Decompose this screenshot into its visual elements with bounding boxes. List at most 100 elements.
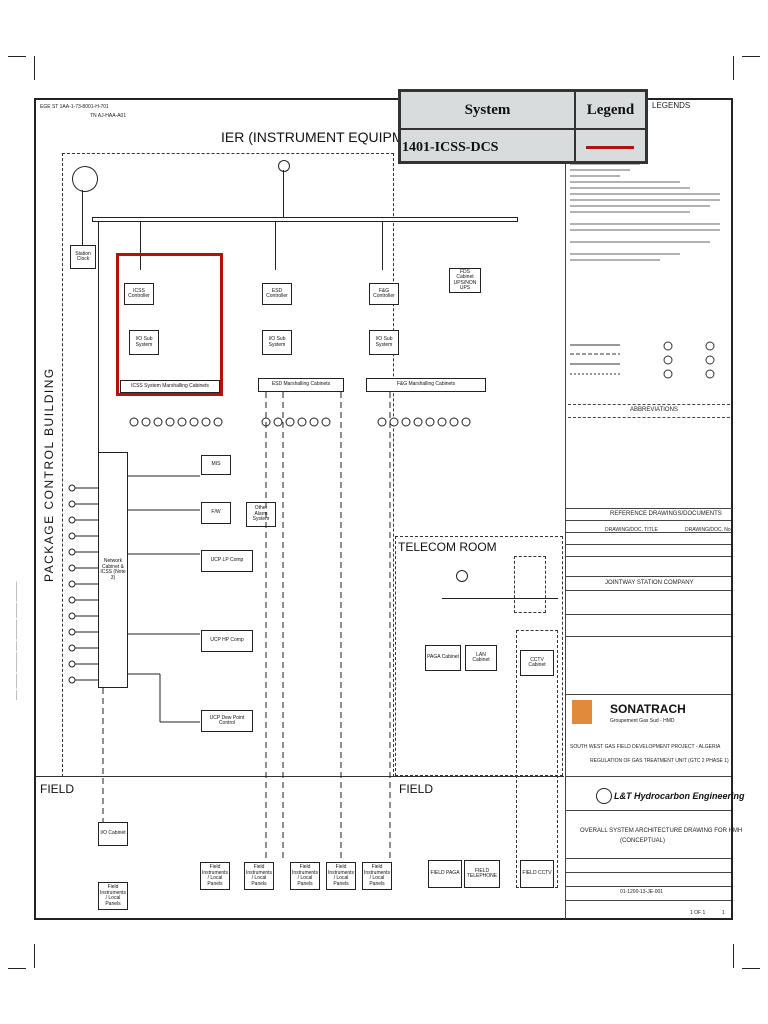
fg-controller: F&G Controller	[369, 283, 399, 305]
bus-drop	[98, 222, 99, 452]
field-instruments-1: Field Instruments / Local Panels	[98, 882, 128, 910]
crop-mark	[733, 944, 734, 968]
tb-row	[565, 694, 731, 737]
alarm-system-box: Other Alarm System	[246, 502, 276, 527]
field-instruments-5: Field Instruments / Local Panels	[326, 862, 356, 890]
tb-row	[565, 544, 731, 557]
field-instruments-3: Field Instruments / Local Panels	[244, 862, 274, 890]
crop-mark	[733, 56, 734, 80]
telecom-bus	[442, 598, 558, 599]
tb-row	[565, 576, 731, 591]
symbol-key	[570, 341, 715, 379]
tb-row	[565, 614, 731, 637]
icss-io-subsystem: I/O Sub System	[129, 330, 159, 355]
tb-row	[565, 886, 731, 901]
fg-marshalling: F&G Marshalling Cabinets	[366, 378, 486, 392]
side-notes: —— ——— ———— —— ———— ——— ————	[14, 581, 20, 700]
company-name: JOINTWAY STATION COMPANY	[605, 580, 694, 586]
top-junction	[278, 160, 290, 172]
ups-cabinet: FDS Cabinet UPS/NON UPS	[449, 268, 481, 293]
left-instrument-ticks	[68, 484, 98, 684]
tb-row	[565, 636, 731, 695]
top-left-reference: EGE ST 1AA-1-73-8001-H-701	[40, 104, 109, 110]
reference-title: REFERENCE DRAWINGS/DOCUMENTS	[610, 511, 722, 517]
esd-io-subsystem: I/O Sub System	[262, 330, 292, 355]
field-right-label: FIELD	[399, 782, 434, 796]
drawing-title: OVERALL SYSTEM ARCHITECTURE DRAWING FOR …	[580, 828, 743, 834]
icss-controller: ICSS Controller	[124, 283, 154, 305]
contractor-name: L&T Hydrocarbon Engineering	[614, 791, 745, 801]
esd-marshalling: ESD Marshalling Cabinets	[258, 378, 344, 392]
tb-row	[565, 532, 731, 545]
icss-dcs-highlight	[116, 253, 223, 396]
bus-drop	[275, 222, 276, 270]
paga-cabinet: PAGA Cabinet	[425, 645, 461, 671]
legend-row-swatch-cell	[575, 129, 646, 162]
client-name: SONATRACH	[610, 702, 686, 716]
ucp-lp-box: UCP LP Comp	[201, 550, 253, 572]
firewall-box: F/W	[201, 502, 231, 524]
fg-io-subsystem: I/O Sub System	[369, 330, 399, 355]
sonatrach-logo	[572, 700, 592, 724]
telecom-room-region	[395, 536, 563, 776]
legends-label: LEGENDS	[652, 101, 691, 110]
abbrev-divider	[568, 404, 730, 418]
legend-legend-header: Legend	[575, 91, 646, 129]
bus-drop	[140, 222, 141, 270]
legend-row-label: 1401-ICSS-DCS	[400, 129, 575, 162]
network-bus	[92, 217, 518, 222]
drawing-frame	[34, 98, 733, 920]
drawing-title-sub: (CONCEPTUAL)	[620, 838, 666, 844]
legend-red-line	[586, 146, 634, 149]
notes-text-lines	[570, 163, 720, 261]
telecom-room-label: TELECOM ROOM	[398, 540, 497, 554]
field-instruments-6: Field Instruments / Local Panels	[362, 862, 392, 890]
revision: 1	[722, 910, 725, 916]
crop-mark	[742, 968, 760, 969]
crop-mark	[34, 56, 35, 80]
lt-logo	[596, 788, 612, 804]
station-clock: Station Clock	[70, 245, 96, 269]
notes-column	[565, 100, 732, 520]
abbreviations-title: ABBREVIATIONS	[630, 407, 678, 413]
tb-row	[565, 556, 731, 577]
ref-col-title: DRAWING/DOC. TITLE	[605, 527, 658, 533]
antenna-mast	[82, 190, 83, 245]
cctv-top	[514, 556, 546, 613]
field-telephone: FIELD TELEPHONE	[464, 860, 500, 888]
tb-row	[565, 810, 731, 859]
project-title: SOUTH WEST GAS FIELD DEVELOPMENT PROJECT…	[570, 744, 721, 750]
ucp-hp-box: UCP HP Comp	[201, 630, 253, 652]
package-building-label: PACKAGE CONTROL BUILDING	[42, 367, 56, 582]
client-subtitle: Groupement Gas Sud - HMD	[610, 718, 675, 724]
crop-mark	[8, 56, 26, 57]
bus-drop	[283, 170, 284, 217]
field-instruments-2: Field Instruments / Local Panels	[200, 862, 230, 890]
field-instruments-4: Field Instruments / Local Panels	[290, 862, 320, 890]
field-cctv: FIELD CCTV	[520, 860, 554, 888]
tb-row	[565, 590, 731, 615]
crop-mark	[8, 968, 26, 969]
field-paga: FIELD PAGA	[428, 860, 462, 888]
project-subtitle: REGULATION OF GAS TREATMENT UNIT (GTC 2 …	[590, 758, 729, 764]
cctv-cabinet: CCTV Cabinet	[520, 650, 554, 676]
doc-number: 01-1200-13-JE-001	[620, 889, 664, 895]
legend-panel: System Legend 1401-ICSS-DCS	[398, 89, 648, 164]
esd-controller: ESD Controller	[262, 283, 292, 305]
cable-routes	[102, 392, 391, 862]
tb-row	[565, 872, 731, 887]
title-block	[565, 508, 732, 919]
ref-col-number: DRAWING/DOC. No.	[685, 527, 733, 533]
tb-row	[565, 900, 731, 919]
legend-system-header: System	[400, 91, 575, 129]
sheet-number: 1 OF 1	[690, 910, 706, 916]
field-io-cabinet: I/O Cabinet	[98, 822, 128, 846]
tb-row	[565, 858, 731, 873]
ucp-dew-box: UCP Dew Point Control	[201, 710, 253, 732]
mis-box: MIS	[201, 455, 231, 475]
icss-marshalling: ICSS System Marshalling Cabinets	[120, 380, 220, 393]
crop-mark	[34, 944, 35, 968]
tb-row	[565, 776, 731, 811]
tb-row	[565, 520, 731, 533]
crop-mark	[742, 56, 760, 57]
